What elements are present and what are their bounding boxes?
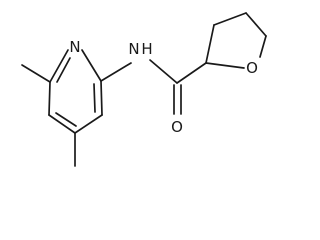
bond-c6-c5 xyxy=(48,81,51,116)
carbonyl-oxygen-label: O xyxy=(171,118,183,136)
bond-c4-c3 xyxy=(74,114,103,134)
bond-ring-c5-c4 xyxy=(245,12,267,37)
bond-lines xyxy=(21,12,267,167)
bond-c5-c4 xyxy=(48,114,76,134)
bond-c2-n1 xyxy=(81,49,102,82)
bond-c3-c2-inner xyxy=(93,83,96,113)
bond-n1-c6 xyxy=(49,49,69,83)
bond-n1-c6-inner xyxy=(56,57,71,83)
ring-oxygen-label: O xyxy=(246,59,258,77)
bond-c6-methyl xyxy=(21,64,51,83)
bond-c3-c2 xyxy=(100,80,103,116)
pyridine-nitrogen-label: N xyxy=(69,38,80,56)
bond-nh-carbonyl xyxy=(149,59,178,84)
bond-ring-o-c5 xyxy=(259,35,267,58)
atom-labels: N N H O O xyxy=(69,38,258,136)
amide-hydrogen-label: H xyxy=(141,40,152,58)
amide-nitrogen-label: N xyxy=(128,40,139,58)
bond-ring-c2-o xyxy=(205,62,245,69)
bond-ring-c3-c2 xyxy=(205,24,215,64)
molecule-structure: N N H O O xyxy=(21,12,267,167)
bond-c2-nh xyxy=(100,62,132,82)
bond-ring-c4-c3 xyxy=(213,12,247,26)
bond-c5-c4-inner xyxy=(55,112,77,127)
bond-carbonyl-ring xyxy=(176,62,207,84)
